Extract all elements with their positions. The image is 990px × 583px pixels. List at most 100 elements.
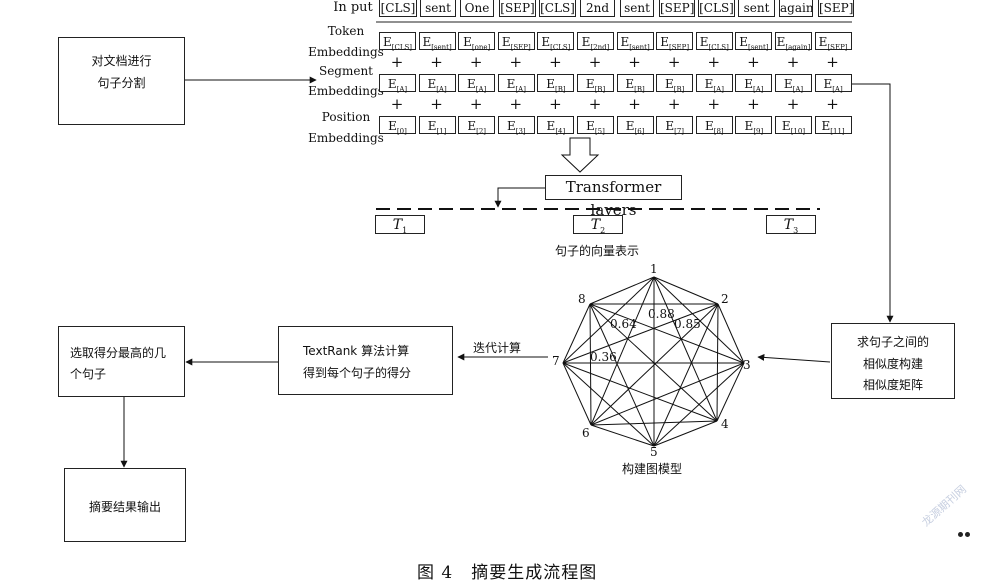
segment-to-similarity-arrow	[852, 83, 894, 323]
segment-emb-cell: E[A]	[418, 74, 456, 93]
summary-output-line1: 摘要结果输出	[88, 500, 161, 514]
segment-emb-cell: E[A]	[814, 74, 852, 93]
embeddings-to-transformer-arrow	[560, 137, 600, 173]
segment-emb-cell: E[B]	[537, 74, 575, 93]
plus-sign: +	[707, 95, 721, 113]
graph-node-6: 6	[582, 426, 590, 440]
graph-node-8: 8	[578, 292, 586, 306]
segment-emb-cell: E[A]	[695, 74, 733, 93]
graph-edge	[589, 276, 655, 305]
plus-sign: +	[826, 53, 839, 71]
plus-sign: +	[667, 53, 681, 71]
graph-edge	[590, 276, 655, 426]
graph-edge	[590, 424, 655, 447]
position-emb-cell: E[2]	[458, 116, 496, 135]
graph-node-4: 4	[721, 417, 729, 431]
plus-sign: +	[786, 53, 800, 71]
position-emb-cell: E[5]	[577, 116, 614, 135]
similarity-line1: 求句子之间的	[856, 335, 929, 349]
graph-edge	[717, 303, 745, 364]
edge-weight-2: 0.85	[674, 317, 701, 331]
position-emb-cell: E[7]	[656, 116, 694, 135]
token-emb-cell: E[2nd]	[577, 32, 614, 51]
graph-edge	[653, 276, 719, 305]
position-emb-cell: E[10]	[775, 116, 812, 135]
token-emb-cell: E[CLS]	[379, 32, 416, 51]
graph-edge	[562, 362, 718, 422]
figure-caption: 图 4 摘要生成流程图	[417, 563, 598, 583]
graph-edge	[716, 362, 745, 422]
similarity-to-graph-arrow	[757, 353, 831, 363]
token-emb-cell: E[sent]	[735, 32, 773, 51]
input-token-cell: [CLS]	[539, 0, 576, 17]
position-embeddings-label-line2: Embeddings	[308, 131, 384, 145]
position-emb-cell: E[4]	[537, 116, 575, 135]
input-token-cell: sent	[420, 0, 456, 17]
edge-weight-3: 0.64	[610, 317, 637, 331]
token-emb-cell: E[SEP]	[497, 32, 535, 51]
segment-embeddings-label-line2: Embeddings	[308, 84, 384, 98]
token-emb-cell: E[sent]	[616, 32, 654, 51]
segment-emb-cell: E[A]	[458, 74, 496, 93]
plus-sign: +	[628, 95, 641, 113]
graph-edge	[590, 303, 719, 426]
similarity-line2: 相似度构建	[862, 357, 923, 371]
segment-emb-cell: E[B]	[656, 74, 694, 93]
segment-emb-cell: E[A]	[735, 74, 773, 93]
graph-node-2: 2	[721, 292, 729, 306]
graph-edge	[590, 362, 745, 426]
plus-sign: +	[549, 53, 562, 71]
edge-weight-4: 0.36	[590, 350, 617, 364]
plus-sign: +	[826, 95, 839, 113]
segment-emb-cell: E[A]	[379, 74, 416, 93]
input-token-cell: 2nd	[580, 0, 615, 17]
position-emb-cell: E[0]	[379, 116, 416, 135]
plus-sign: +	[667, 95, 681, 113]
graph-edge	[562, 303, 591, 364]
plus-sign: +	[588, 95, 602, 113]
graph-edge	[653, 420, 718, 447]
plus-sign: +	[509, 95, 523, 113]
plus-sign: +	[628, 53, 641, 71]
graph-edge	[589, 303, 592, 426]
token-emb-cell: E[CLS]	[537, 32, 575, 51]
select-sentences-line1: 选取得分最高的几	[70, 346, 167, 360]
plus-sign: +	[588, 53, 602, 71]
plus-sign: +	[430, 53, 443, 71]
transformer-feedback-arrow	[494, 187, 545, 208]
position-emb-cell: E[8]	[695, 116, 733, 135]
input-token-cell: [CLS]	[698, 0, 735, 17]
graph-edge	[589, 303, 655, 447]
select-sentences-box: 选取得分最高的几 个句子	[58, 326, 185, 397]
position-emb-cell: E[9]	[735, 116, 773, 135]
summary-output-box: 摘要结果输出	[64, 468, 186, 542]
plus-sign: +	[469, 53, 483, 71]
segment-emb-cell: E[A]	[497, 74, 535, 93]
graph-edge	[562, 276, 655, 364]
split-document-line2: 句子分割	[97, 76, 146, 90]
plus-sign: +	[390, 95, 404, 113]
plus-sign: +	[707, 53, 721, 71]
textrank-box: TextRank 算法计算 得到每个句子的得分	[278, 326, 453, 395]
token-emb-cell: E[SEP]	[656, 32, 694, 51]
transformer-layers-label: Transformer layers	[565, 178, 662, 219]
plus-sign: +	[509, 53, 523, 71]
input-token-cell: sent	[738, 0, 775, 17]
plus-sign: +	[549, 95, 562, 113]
iterate-label: 迭代计算	[473, 341, 522, 355]
transformer-layers-box: Transformer layers	[545, 175, 682, 219]
graph-edge	[562, 303, 719, 364]
input-token-cell: [SEP]	[659, 0, 695, 17]
watermark-dot-icon	[965, 532, 970, 537]
segment-emb-cell: E[B]	[616, 74, 654, 93]
graph-edge	[562, 362, 592, 426]
input-token-cell: sent	[620, 0, 654, 17]
plus-sign: +	[747, 95, 760, 113]
graph-node-3: 3	[743, 358, 751, 372]
graph-edge	[590, 420, 718, 426]
plus-sign: +	[786, 95, 800, 113]
sentence-output-t2: T2	[573, 215, 623, 235]
input-row-label: In put	[333, 0, 373, 15]
graph-edge	[562, 362, 655, 447]
